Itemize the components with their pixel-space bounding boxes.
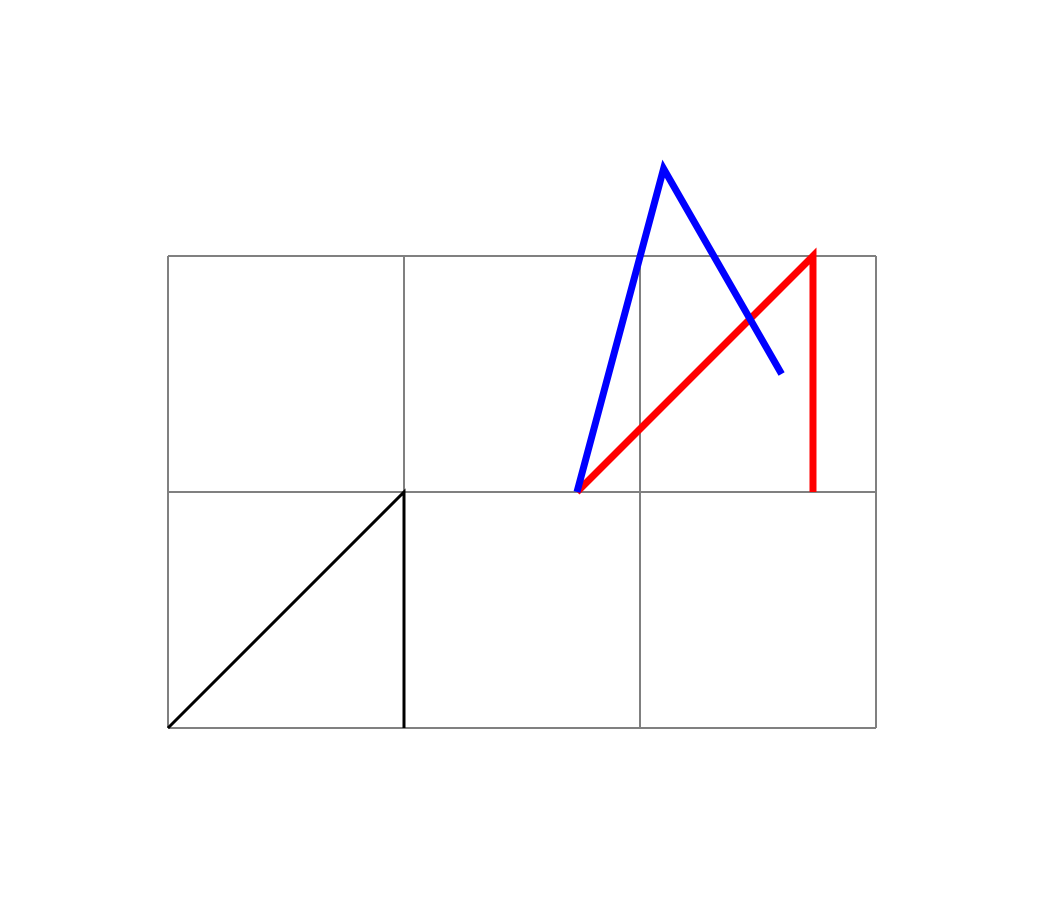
red-transformed-shape: [574, 247, 817, 495]
grid: [167, 255, 877, 729]
shapes: [166, 159, 817, 730]
black-reference-shape: [166, 488, 406, 730]
blue-transformed-shape: [573, 159, 785, 493]
